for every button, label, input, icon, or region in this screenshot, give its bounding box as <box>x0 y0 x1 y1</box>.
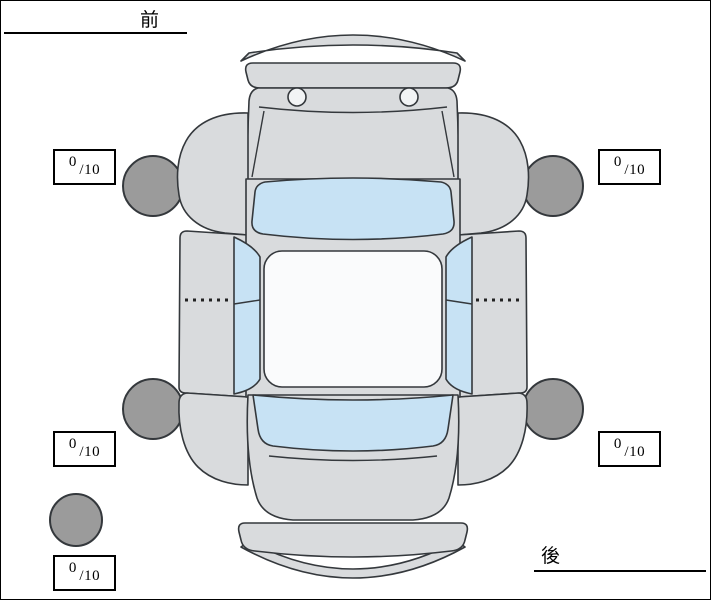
tread-value-front-left: 0 <box>68 153 77 170</box>
hood-crease-line <box>258 106 448 114</box>
tread-scale-front-left: /10 <box>79 161 101 178</box>
tread-depth-box-rear-right: 0 /10 <box>598 431 661 467</box>
hood-corner-crease-left <box>251 110 265 178</box>
front-direction-label: 前 <box>140 10 161 31</box>
hood <box>245 87 461 182</box>
side-window-left <box>233 236 261 395</box>
rear-underline <box>534 570 706 572</box>
side-window-right <box>445 236 473 395</box>
spare-tire-icon <box>49 493 103 547</box>
tire-rear-right-icon <box>522 378 584 440</box>
b-pillar-line-right <box>445 299 473 305</box>
parcel-shelf-line <box>268 455 438 462</box>
front-underline <box>4 32 187 34</box>
front-bumper <box>244 62 462 89</box>
rear-fender-left <box>178 392 249 486</box>
b-pillar-line-left <box>233 299 261 305</box>
tread-depth-box-rear-left: 0 /10 <box>53 431 116 467</box>
tread-depth-box-spare: 0 /10 <box>53 555 116 591</box>
tire-front-right-icon <box>522 155 584 217</box>
rear-bumper <box>237 522 469 558</box>
roof <box>263 250 443 388</box>
hood-corner-crease-right <box>441 110 455 178</box>
front-spoiler <box>240 34 466 62</box>
rear-window <box>252 394 454 452</box>
tread-scale-front-right: /10 <box>624 161 646 178</box>
windshield <box>251 177 455 241</box>
hood-circle-left-icon <box>287 87 307 107</box>
hood-circles <box>287 87 419 107</box>
tire-front-left-icon <box>122 155 184 217</box>
rear-fender-right <box>457 392 528 486</box>
tread-value-rear-left: 0 <box>68 435 77 452</box>
front-fender-left <box>176 112 249 236</box>
front-fender-right <box>457 112 530 236</box>
tread-scale-rear-right: /10 <box>624 443 646 460</box>
tread-depth-box-front-left: 0 /10 <box>53 149 116 185</box>
tread-value-rear-right: 0 <box>613 435 622 452</box>
tread-value-front-right: 0 <box>613 153 622 170</box>
tires <box>49 155 584 547</box>
tread-value-spare: 0 <box>68 559 77 576</box>
tread-scale-spare: /10 <box>79 567 101 584</box>
tread-scale-rear-left: /10 <box>79 443 101 460</box>
tread-depth-box-front-right: 0 /10 <box>598 149 661 185</box>
rear-direction-label: 後 <box>541 546 562 567</box>
panel-lines <box>233 106 473 462</box>
car-windows <box>233 177 473 452</box>
tire-rear-left-icon <box>122 378 184 440</box>
hood-circle-right-icon <box>399 87 419 107</box>
